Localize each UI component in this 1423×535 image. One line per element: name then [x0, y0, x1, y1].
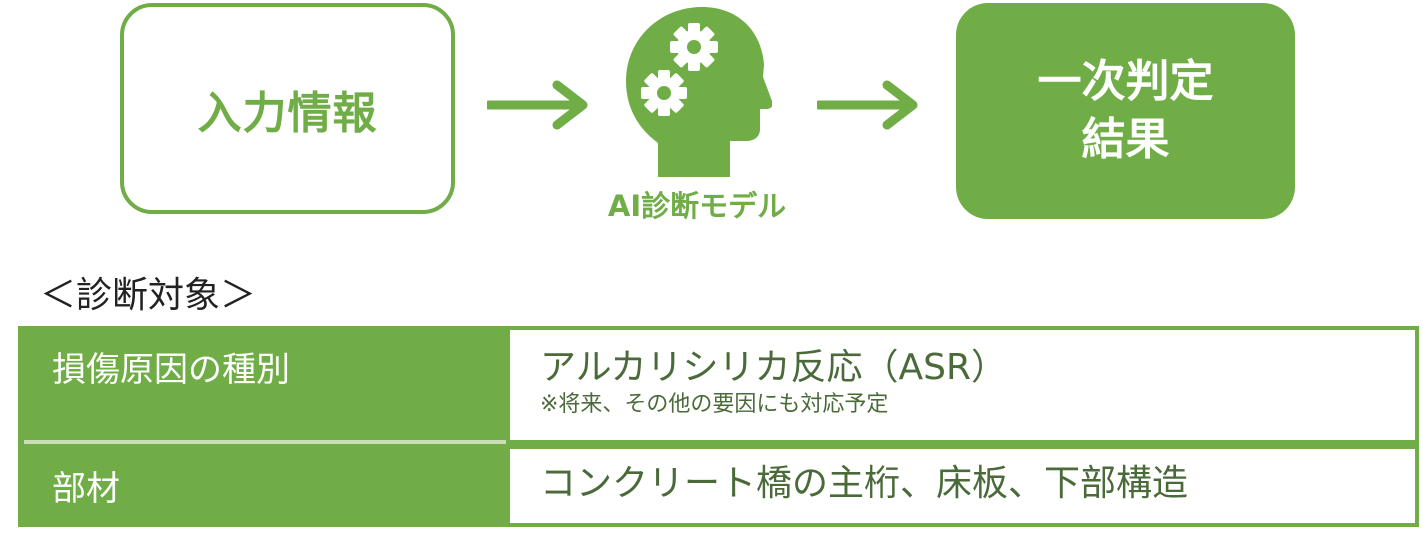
primary-result-box: 一次判定 結果: [956, 3, 1295, 219]
member-value: コンクリート橋の主桁、床板、下部構造: [540, 463, 1189, 504]
input-info-box: 入力情報: [120, 3, 455, 214]
member-label: 部材: [52, 469, 120, 509]
damage-cause-value-cell: アルカリシリカ反応（ASR） ※将来、その他の要因にも対応予定: [510, 330, 1415, 440]
ai-head-gears-icon: [626, 7, 772, 177]
diagnosis-target-heading: ＜診断対象＞: [40, 275, 257, 316]
damage-cause-label: 損傷原因の種別: [52, 350, 290, 390]
result-title-line2: 結果: [1081, 114, 1170, 165]
result-title-line1: 一次判定: [1037, 56, 1214, 107]
table-row-damage-cause: 損傷原因の種別 アルカリシリカ反応（ASR） ※将来、その他の要因にも対応予定: [18, 326, 1419, 442]
arrow-right-icon: [487, 80, 588, 130]
damage-cause-note: ※将来、その他の要因にも対応予定: [540, 392, 889, 417]
diagnosis-target-table: 損傷原因の種別 アルカリシリカ反応（ASR） ※将来、その他の要因にも対応予定 …: [18, 326, 1419, 527]
table-row-member: 部材 コンクリート橋の主桁、床板、下部構造: [18, 447, 1419, 527]
arrow-right-icon: [817, 80, 918, 130]
row-divider: [24, 440, 506, 444]
damage-cause-value: アルカリシリカ反応（ASR）: [540, 347, 1008, 388]
input-info-label: 入力情報: [197, 87, 378, 139]
member-value-cell: コンクリート橋の主桁、床板、下部構造: [510, 449, 1415, 523]
ai-model-label: AI診断モデル: [607, 189, 787, 223]
